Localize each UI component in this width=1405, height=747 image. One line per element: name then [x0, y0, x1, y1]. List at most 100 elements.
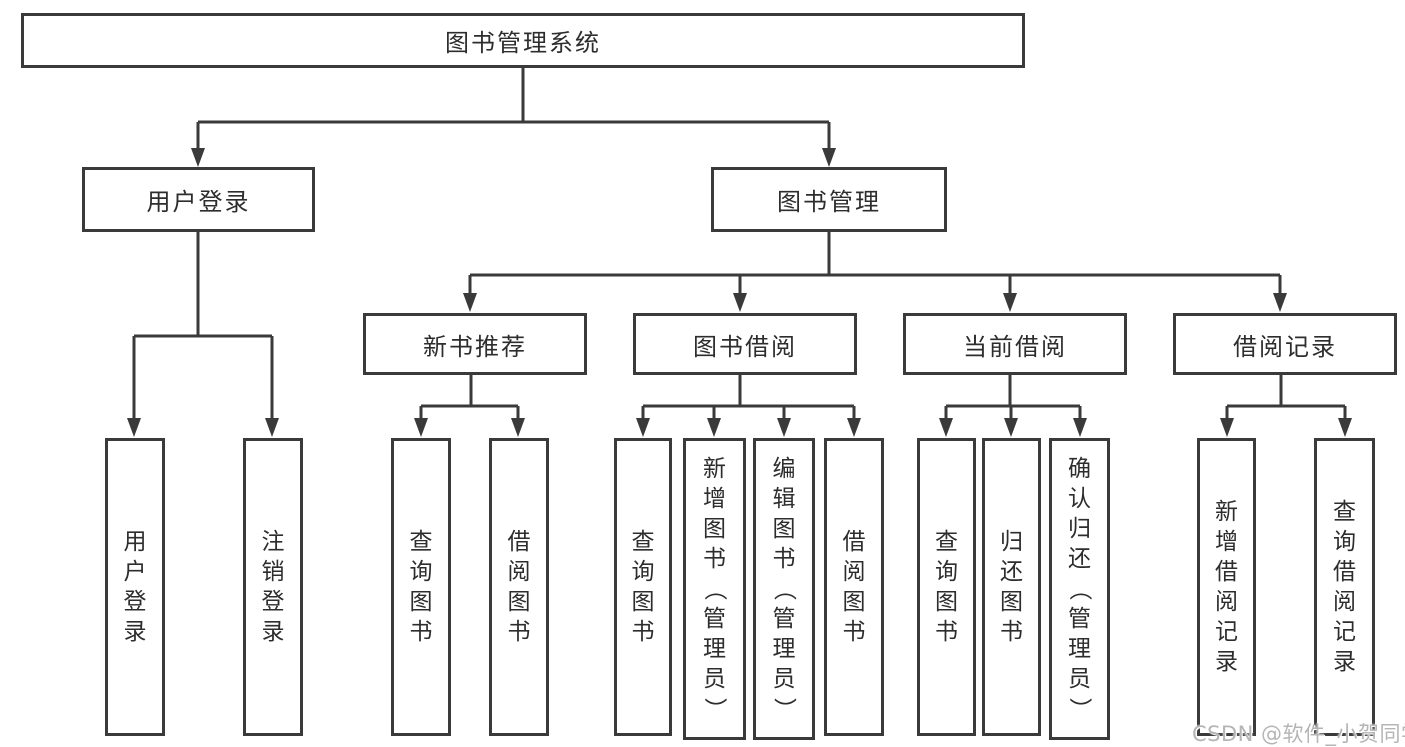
vertical-char: 借 — [842, 529, 866, 555]
leaf-query-books-current: 查询图书 — [917, 438, 976, 736]
vertical-char: 书 — [631, 619, 655, 645]
vertical-char: 增 — [703, 486, 726, 512]
vertical-char: 管 — [772, 606, 796, 632]
vertical-char: 图 — [631, 589, 655, 615]
leaf-borrow-books-recommend: 借阅图书 — [489, 438, 549, 736]
vertical-char: 图 — [1000, 589, 1023, 615]
vertical-char: 借 — [507, 529, 531, 555]
node-label: 用户登录 — [108, 441, 162, 733]
vertical-char: 查 — [631, 529, 655, 555]
arrowhead-icon — [127, 418, 141, 437]
arrowhead-icon — [733, 293, 747, 312]
vertical-char: 书 — [842, 619, 866, 645]
node-label: 借阅记录 — [1233, 332, 1337, 361]
vertical-char: ） — [771, 697, 797, 721]
vertical-char: 管 — [703, 606, 726, 632]
vertical-char: 户 — [123, 559, 147, 585]
arrowhead-icon — [939, 418, 953, 437]
node-label: 编辑图书（管理员） — [756, 441, 812, 737]
vertical-char: 询 — [1333, 529, 1356, 555]
vertical-char: 增 — [1215, 529, 1238, 555]
vertical-char: 查 — [1333, 499, 1356, 525]
node-label: 新书推荐 — [423, 332, 527, 361]
vertical-char: 销 — [261, 559, 285, 585]
vertical-char: 记 — [1215, 619, 1238, 645]
connector-current-borrowing-group — [939, 375, 1087, 437]
connector-user-login-group — [127, 232, 279, 437]
vertical-char: 确 — [1068, 456, 1091, 482]
vertical-char: 借 — [1215, 559, 1238, 585]
arrowhead-icon — [511, 418, 525, 437]
vertical-char: 书 — [507, 619, 531, 645]
vertical-char: 书 — [772, 546, 796, 572]
arrowhead-icon — [847, 418, 861, 437]
vertical-char: 录 — [1215, 649, 1238, 675]
node-new-book-recommend: 新书推荐 — [363, 313, 587, 375]
leaf-query-borrow-record: 查询借阅记录 — [1314, 438, 1375, 736]
vertical-char: 记 — [1333, 619, 1356, 645]
vertical-char: 图 — [842, 589, 866, 615]
node-label: 图书管理系统 — [445, 29, 601, 57]
node-label: 图书管理 — [777, 188, 881, 216]
node-label: 归还图书 — [985, 441, 1038, 733]
vertical-char: 录 — [261, 619, 285, 645]
leaf-confirm-return-admin: 确认归还（管理员） — [1049, 438, 1110, 740]
vertical-char: 书 — [409, 619, 433, 645]
vertical-char: 录 — [1333, 649, 1356, 675]
vertical-char: 员 — [703, 666, 726, 692]
leaf-query-books-borrowing: 查询图书 — [614, 438, 672, 736]
node-label: 当前借阅 — [963, 332, 1067, 361]
vertical-char: 询 — [935, 559, 958, 585]
node-book-management-system: 图书管理系统 — [21, 13, 1025, 68]
arrowhead-icon — [1073, 418, 1087, 437]
vertical-char: 查 — [409, 529, 433, 555]
vertical-char: （ — [771, 577, 797, 601]
connector-borrow-records-group — [1220, 375, 1352, 437]
arrowhead-icon — [191, 148, 205, 167]
node-label: 查询图书 — [617, 441, 669, 733]
vertical-char: 理 — [1068, 636, 1091, 662]
vertical-char: 登 — [123, 589, 147, 615]
node-label: 确认归还（管理员） — [1052, 441, 1107, 737]
node-book-management: 图书管理 — [711, 167, 947, 232]
arrowhead-icon — [1338, 418, 1352, 437]
arrowhead-icon — [463, 293, 477, 312]
connector-root-to-level2 — [191, 68, 836, 167]
arrowhead-icon — [1004, 418, 1018, 437]
vertical-char: 归 — [1000, 529, 1023, 555]
vertical-char: 书 — [935, 619, 958, 645]
vertical-char: 用 — [123, 529, 147, 555]
connector-new-book-group — [414, 375, 525, 437]
arrowhead-icon — [1273, 293, 1287, 312]
arrowhead-icon — [777, 418, 791, 437]
watermark: CSDN @软件_小贺同学 — [1192, 722, 1405, 746]
leaf-user-login: 用户登录 — [105, 438, 165, 736]
vertical-char: 录 — [123, 619, 147, 645]
vertical-char: 还 — [1000, 559, 1023, 585]
arrowhead-icon — [414, 418, 428, 437]
vertical-char: 图 — [772, 516, 796, 542]
vertical-char: 理 — [772, 636, 796, 662]
vertical-char: 辑 — [772, 486, 796, 512]
vertical-char: ） — [1066, 697, 1093, 721]
vertical-char: 书 — [1000, 619, 1023, 645]
node-current-borrowing: 当前借阅 — [903, 313, 1127, 375]
leaf-logout: 注销登录 — [243, 438, 303, 736]
node-book-borrowing: 图书借阅 — [633, 313, 857, 375]
node-label: 借阅图书 — [492, 441, 546, 733]
node-label: 新增图书（管理员） — [686, 441, 743, 737]
node-user-login: 用户登录 — [82, 167, 315, 232]
connector-book-borrowing-group — [636, 375, 861, 437]
arrowhead-icon — [822, 148, 836, 167]
arrowhead-icon — [265, 418, 279, 437]
vertical-char: 新 — [703, 456, 726, 482]
node-label: 图书借阅 — [693, 332, 797, 361]
vertical-char: 询 — [409, 559, 433, 585]
vertical-char: （ — [701, 577, 728, 601]
vertical-char: 询 — [631, 559, 655, 585]
node-borrow-records: 借阅记录 — [1173, 313, 1397, 375]
vertical-char: 员 — [772, 666, 796, 692]
arrowhead-icon — [1003, 293, 1017, 312]
